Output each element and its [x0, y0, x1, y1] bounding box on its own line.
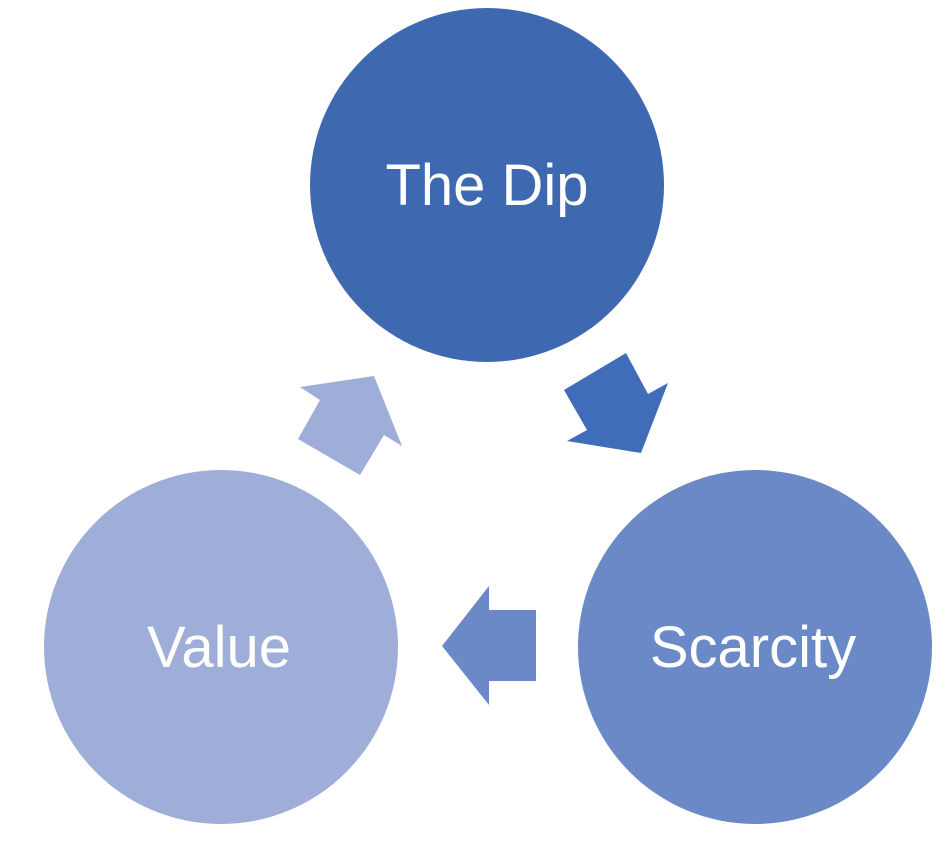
node-label-the-dip: The Dip: [385, 153, 588, 218]
node-the-dip: The Dip: [310, 8, 664, 362]
node-scarcity: Scarcity: [578, 470, 932, 824]
node-circle-value: [44, 470, 398, 824]
node-value: Value: [44, 470, 398, 824]
arrow-dip-to-scarcity-icon: [564, 353, 668, 453]
arrow-scarcity-to-value-icon: [442, 586, 536, 705]
arrow-value-to-dip-icon: [298, 376, 402, 475]
node-label-value: Value: [147, 615, 291, 680]
node-circle-the-dip: [310, 8, 664, 362]
node-label-scarcity: Scarcity: [650, 615, 856, 680]
node-circle-scarcity: [578, 470, 932, 824]
